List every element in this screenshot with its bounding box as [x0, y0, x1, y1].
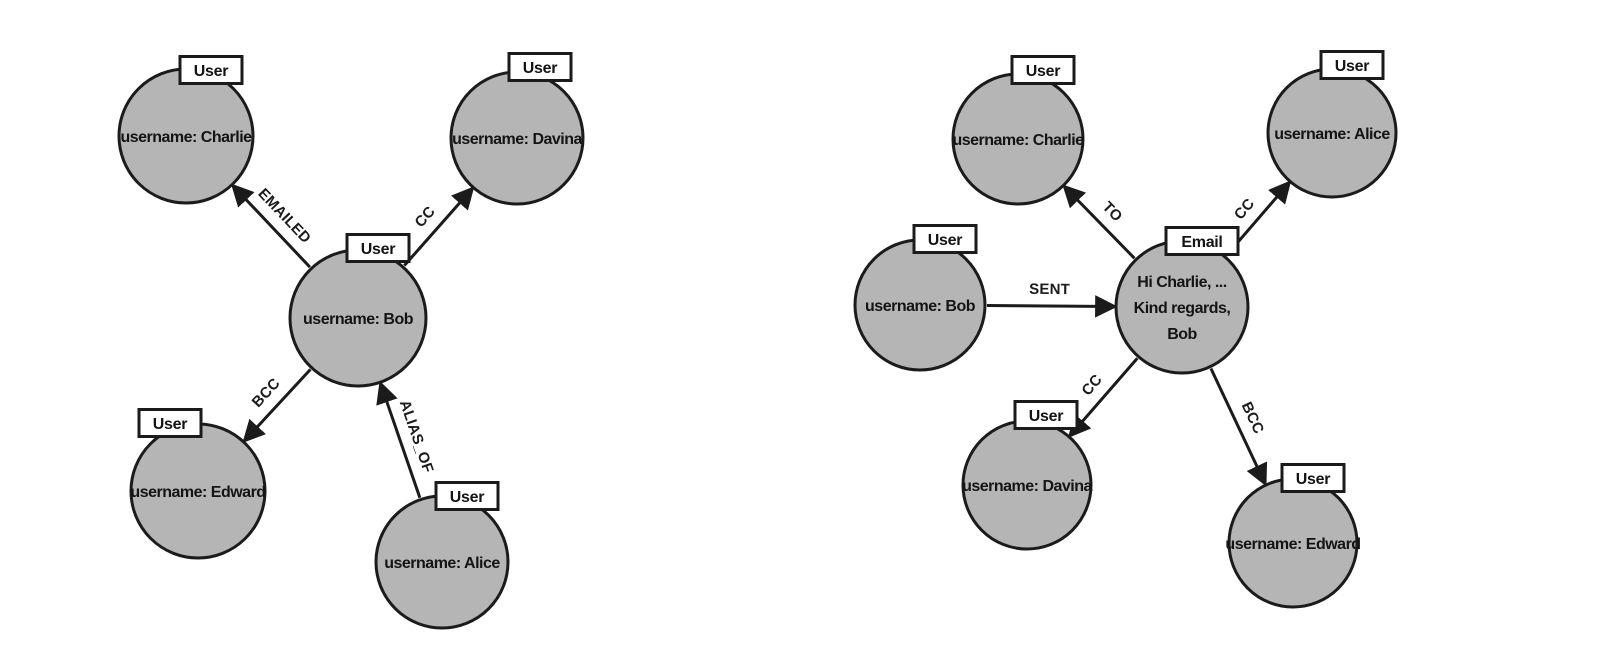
tag-alice: [434, 481, 500, 511]
node-alice-property: username: Alice: [384, 555, 500, 572]
edge-email-edward-label: BCC: [1238, 399, 1267, 436]
tag-davina: [507, 52, 573, 82]
tag-edward: [137, 408, 203, 438]
node-bob-property: username: Bob: [303, 311, 414, 328]
node-email-property: Kind regards,: [1134, 300, 1231, 317]
tag-charlie-label: User: [194, 63, 228, 80]
edge-bob-edward: [242, 368, 312, 444]
edge-email-charlie: [1062, 184, 1136, 260]
tag-davina-label: User: [1029, 408, 1063, 425]
edge-email-davina-label: CC: [1078, 371, 1105, 399]
edge-bob-davina-label: CC: [411, 203, 438, 231]
tag-alice-label: User: [1335, 58, 1369, 75]
edge-bob-charlie: [230, 183, 312, 269]
node-davina-property: username: Davina: [962, 478, 1092, 495]
node-email-property: Bob: [1167, 326, 1197, 343]
edge-alice-bob-label: ALIAS_OF: [396, 398, 437, 475]
tag-email: [1164, 226, 1240, 256]
edge-email-charlie-label: TO: [1099, 198, 1126, 225]
edge-bob-email-label: SENT: [1029, 281, 1070, 298]
tag-edward-label: User: [1296, 471, 1330, 488]
tag-alice-label: User: [450, 489, 484, 506]
tag-charlie-label: User: [1026, 63, 1060, 80]
edge-alice-bob: [376, 380, 422, 499]
edge-email-alice-label: CC: [1231, 195, 1258, 223]
tag-bob: [912, 224, 978, 254]
tag-bob-label: User: [361, 241, 395, 258]
tag-charlie: [178, 55, 244, 85]
node-alice-property: username: Alice: [1274, 126, 1390, 143]
tag-davina: [1013, 400, 1079, 430]
edge-bob-davina: [403, 186, 475, 267]
tag-davina-label: User: [523, 60, 557, 77]
tag-bob: [345, 233, 411, 263]
edge-bob-email: [986, 295, 1118, 318]
tag-bob-label: User: [928, 232, 962, 249]
tag-edward: [1280, 463, 1346, 493]
tag-alice: [1319, 50, 1385, 80]
tag-charlie: [1010, 55, 1076, 85]
node-davina-property: username: Davina: [452, 131, 582, 148]
tag-edward-label: User: [153, 416, 187, 433]
tag-email-label: Email: [1181, 234, 1222, 251]
node-edward-property: username: Edward: [130, 484, 265, 501]
edge-email-davina: [1067, 357, 1139, 438]
node-charlie-property: username: Charlie: [120, 129, 252, 146]
node-edward-property: username: Edward: [1225, 536, 1360, 553]
node-bob-property: username: Bob: [865, 298, 976, 315]
node-charlie-property: username: Charlie: [952, 132, 1084, 149]
node-email-property: Hi Charlie, ...: [1137, 274, 1226, 291]
edge-email-edward: [1209, 367, 1268, 487]
